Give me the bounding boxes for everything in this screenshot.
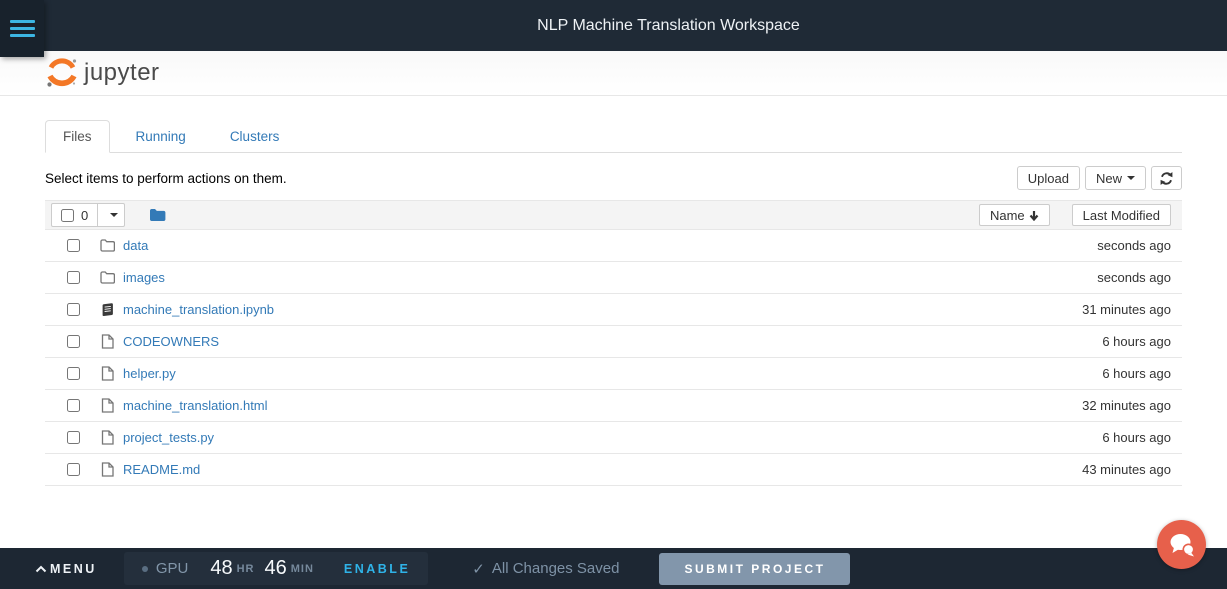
select-dropdown-button[interactable] [98,203,126,227]
chat-bubbles-icon [1170,533,1194,556]
chevron-down-icon [1127,176,1135,180]
jupyter-header: jupyter [0,51,1227,96]
new-dropdown-button[interactable]: New [1084,166,1146,190]
file-icon [100,430,115,445]
gpu-hours-unit: HR [236,562,255,575]
tab-clusters[interactable]: Clusters [229,129,280,144]
notebook-icon [100,302,115,317]
sort-arrow-down-icon [1029,210,1038,221]
last-modified-text: 6 hours ago [1102,366,1171,381]
jupyter-logo-icon [47,58,77,87]
refresh-button[interactable] [1151,166,1182,190]
last-modified-text: seconds ago [1097,238,1171,253]
file-list: data seconds ago images seconds ago mach… [45,230,1182,486]
file-link[interactable]: machine_translation.html [123,398,268,413]
chevron-down-icon [109,213,118,217]
file-list-header: 0 Name Last Modified [45,200,1182,230]
table-row: helper.py 6 hours ago [45,358,1182,390]
folder-icon [100,239,115,252]
last-modified-text: 6 hours ago [1102,430,1171,445]
table-row: machine_translation.html 32 minutes ago [45,390,1182,422]
folder-solid-icon [150,209,166,221]
sort-by-name-button[interactable]: Name [978,204,1050,226]
hamburger-menu-button[interactable] [0,0,44,57]
file-icon [100,462,115,477]
file-link[interactable]: CODEOWNERS [123,334,220,349]
row-checkbox[interactable] [67,367,80,380]
table-row: CODEOWNERS 6 hours ago [45,326,1182,358]
upload-button[interactable]: Upload [1016,166,1080,190]
gpu-minutes-value: 46 [264,557,287,579]
row-checkbox[interactable] [67,335,80,348]
table-row: README.md 43 minutes ago [45,454,1182,486]
table-row: images seconds ago [45,262,1182,294]
file-link[interactable]: data [123,238,149,253]
gpu-minutes-unit: MIN [290,562,314,575]
submit-project-button[interactable]: SUBMIT PROJECT [659,552,851,585]
folder-icon [100,271,115,284]
tab-running[interactable]: Running [135,129,186,144]
file-icon [100,334,115,349]
last-modified-text: 32 minutes ago [1082,398,1171,413]
gpu-enable-button[interactable]: ENABLE [343,561,411,576]
selection-hint: Select items to perform actions on them. [45,170,287,186]
hamburger-icon [9,16,35,41]
bottom-status-bar: MENU GPU 48 HR 46 MIN ENABLE ✓ All Chang… [0,548,1227,589]
tab-files[interactable]: Files [45,120,110,153]
table-row: machine_translation.ipynb 31 minutes ago [45,294,1182,326]
selected-count: 0 [81,207,89,223]
sort-by-modified-button[interactable]: Last Modified [1071,204,1171,226]
main-content: Files Running Clusters Select items to p… [45,96,1182,486]
last-modified-text: 6 hours ago [1102,334,1171,349]
gpu-label: GPU [155,560,189,577]
file-link[interactable]: README.md [123,462,201,477]
gpu-hours-value: 48 [210,557,233,579]
file-link[interactable]: project_tests.py [123,430,215,445]
save-status-text: All Changes Saved [491,560,620,577]
check-icon: ✓ [472,560,485,578]
file-icon [100,366,115,381]
file-link[interactable]: machine_translation.ipynb [123,302,275,317]
tab-bar: Files Running Clusters [45,119,1182,153]
gpu-status-dot-icon [141,565,148,572]
jupyter-wordmark: jupyter [84,59,160,86]
select-all-checkbox[interactable] [61,208,74,222]
workspace-title: NLP Machine Translation Workspace [537,17,800,34]
gpu-timer-panel: GPU 48 HR 46 MIN ENABLE [123,552,429,585]
row-checkbox[interactable] [67,431,80,444]
row-checkbox[interactable] [67,463,80,476]
last-modified-text: seconds ago [1097,270,1171,285]
table-row: data seconds ago [45,230,1182,262]
row-checkbox[interactable] [67,399,80,412]
last-modified-text: 31 minutes ago [1082,302,1171,317]
refresh-icon [1160,171,1173,185]
file-link[interactable]: helper.py [123,366,176,381]
save-status: ✓ All Changes Saved [472,560,619,578]
file-link[interactable]: images [123,270,165,285]
select-all-button[interactable]: 0 [51,203,99,227]
row-checkbox[interactable] [67,271,80,284]
row-checkbox[interactable] [67,239,80,252]
menu-button[interactable]: MENU [35,562,97,576]
file-icon [100,398,115,413]
jupyter-logo[interactable]: jupyter [45,57,160,89]
breadcrumb-home-folder[interactable] [149,208,166,222]
table-row: project_tests.py 6 hours ago [45,422,1182,454]
action-row: Select items to perform actions on them.… [45,166,1182,190]
chevron-up-icon [35,565,47,572]
chat-support-button[interactable] [1157,520,1206,569]
last-modified-text: 43 minutes ago [1082,462,1171,477]
top-app-bar: NLP Machine Translation Workspace [0,0,1227,51]
row-checkbox[interactable] [67,303,80,316]
